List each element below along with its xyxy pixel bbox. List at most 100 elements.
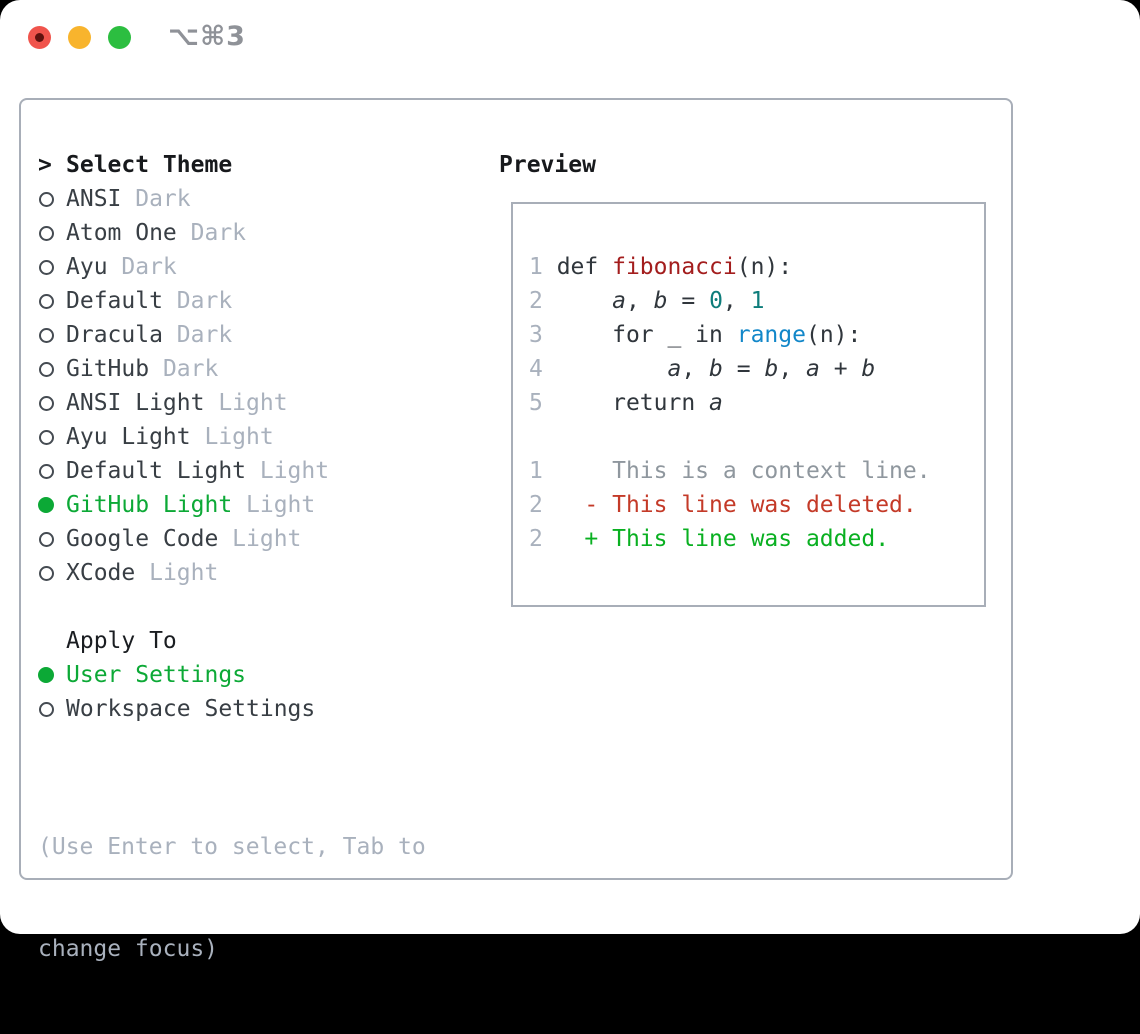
option-label: Default Light [66,458,247,484]
theme-option[interactable]: XCode Light [38,556,329,590]
code-token-num: 0 [709,288,723,314]
code-token-code: , [625,288,654,314]
option-label: ANSI [66,186,122,212]
code-token-var: a [709,390,723,416]
option-label: Atom One [66,220,177,246]
code-token-builtin: range [736,322,806,348]
code-line: 3 for _ in range(n): [529,318,984,352]
code-token-code [557,288,612,314]
line-number: 3 [529,322,557,348]
code-token-code: (n): [736,254,793,280]
option-variant-label: Dark [121,254,177,280]
line-number: 2 [529,288,557,314]
code-token-code [557,356,668,382]
window-shortcut-label: ⌥⌘3 [168,21,246,52]
preview-title: Preview [499,152,596,178]
radio-icon [38,259,66,275]
theme-option[interactable]: Atom One Dark [38,216,329,250]
option-variant-label: Light [246,492,316,518]
code-token-code: (n): [805,322,862,348]
line-number: 2 [529,492,557,518]
option-variant-label: Light [149,560,219,586]
code-token-added: + This line was added. [556,526,890,552]
code-token-code: + [819,356,862,382]
option-label: Dracula [66,322,163,348]
line-number: 1 [529,254,557,280]
code-token-num: 1 [750,288,765,314]
code-token-func: fibonacci [612,254,737,280]
theme-option[interactable]: Default Dark [38,284,329,318]
apply-to-option[interactable]: Workspace Settings [38,692,315,726]
code-token-var: b [861,356,876,382]
radio-icon [38,429,66,445]
line-number: 2 [529,526,557,552]
help-text: (Use Enter to select, Tab to change focu… [38,762,426,1034]
code-line: 2 - This line was deleted. [529,488,984,522]
code-line: 2 a, b = 0, 1 [529,284,984,318]
radio-icon [38,225,66,241]
radio-icon [38,327,66,343]
theme-option[interactable]: GitHub Dark [38,352,329,386]
option-variant-label: Light [218,390,288,416]
option-variant-label: Dark [176,288,233,314]
radio-icon [38,565,66,581]
option-variant-label: Dark [162,356,219,382]
option-variant-label: Dark [176,322,233,348]
code-line: 5 return a [529,386,984,420]
radio-icon [38,293,66,309]
option-label: Default [66,288,163,314]
option-label: Google Code [66,526,219,552]
select-theme-header: > Select Theme [38,148,232,182]
code-token-context: This is a context line. [556,458,931,484]
option-label: GitHub [66,356,150,382]
help-line-1: (Use Enter to select, Tab to [38,834,426,860]
radio-icon [38,531,66,547]
line-number: 5 [529,390,557,416]
radio-icon [38,701,66,717]
apply-to-option[interactable]: User Settings [38,658,315,692]
option-label: GitHub Light [66,492,233,518]
code-token-code: , [681,356,710,382]
option-label: XCode [66,560,136,586]
select-theme-title: Select Theme [66,152,233,178]
option-label: Workspace Settings [66,696,316,722]
code-token-var: b [653,288,668,314]
code-token-code: for _ in [556,322,737,348]
titlebar: ⌥⌘3 [0,0,1140,75]
code-line: 4 a, b = b, a + b [529,352,984,386]
code-token-var: b [709,356,723,382]
code-token-var: a [667,356,682,382]
minimize-button[interactable] [68,26,91,49]
code-line [529,420,984,454]
code-token-deleted: - This line was deleted. [556,492,917,518]
code-token-code: return [556,390,710,416]
close-button[interactable] [28,26,51,49]
code-token-code: = [722,356,765,382]
option-label: User Settings [66,662,247,688]
theme-option[interactable]: Dracula Dark [38,318,329,352]
code-token-code: def [556,254,613,280]
radio-icon [38,191,66,207]
theme-option[interactable]: GitHub Light Light [38,488,329,522]
option-variant-label: Dark [190,220,247,246]
code-token-var: b [764,356,779,382]
code-token-var: a [806,356,820,382]
code-line: 1 This is a context line. [529,454,984,488]
prompt-caret-icon: > [38,152,52,178]
apply-to-header: Apply To [38,624,177,658]
zoom-button[interactable] [108,26,131,49]
code-line: 2 + This line was added. [529,522,984,556]
radio-icon [38,463,66,479]
option-variant-label: Light [204,424,274,450]
